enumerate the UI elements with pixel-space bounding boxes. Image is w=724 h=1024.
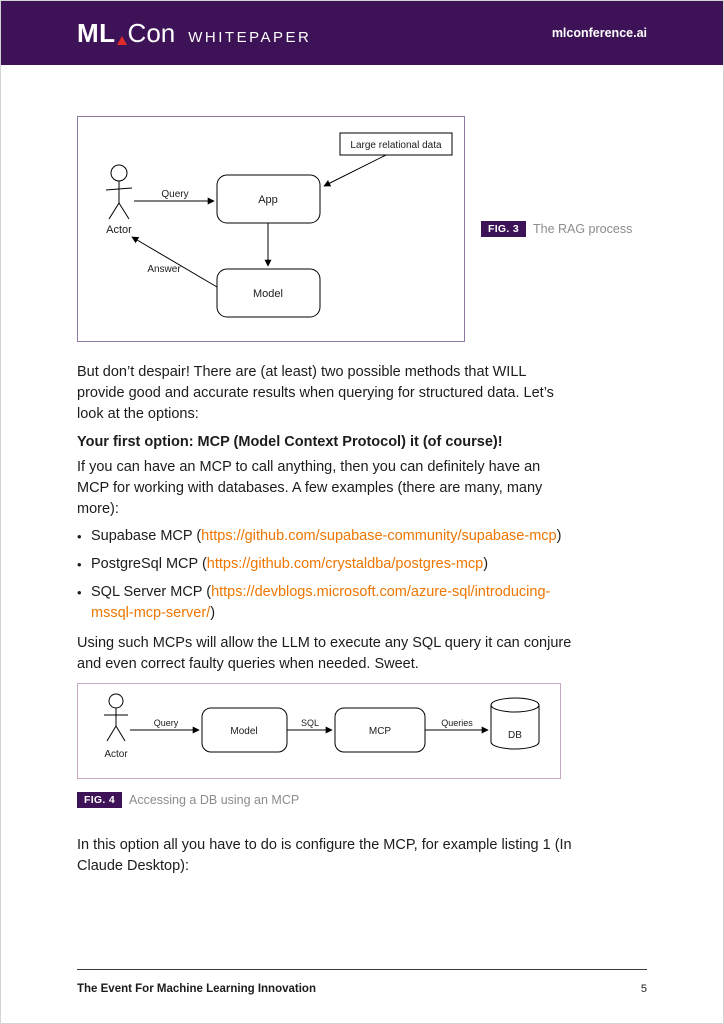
- actor-figure-icon: [104, 693, 128, 742]
- paragraph-mcp-examples: If you can have an MCP to call anything,…: [77, 459, 543, 517]
- paragraph-sql-conjure: Using such MCPs will allow the LLM to ex…: [77, 635, 572, 672]
- postgres-mcp-link[interactable]: https://github.com/crystaldba/postgres-m…: [206, 556, 484, 572]
- bullet-prefix: Supabase MCP (: [91, 528, 202, 544]
- rag-process-diagram: Actor Query App Large relational data Mo…: [105, 132, 453, 318]
- logo-ml-text: ML: [77, 17, 116, 48]
- query-edge-label: Query: [154, 718, 179, 728]
- query-edge-label: Query: [161, 189, 188, 200]
- bullet-text: PostgreSql MCP (https://github.com/cryst…: [91, 554, 488, 575]
- mlcon-logo: ML Con WHITEPAPER: [77, 18, 311, 49]
- list-item: • SQL Server MCP (https://devblogs.micro…: [77, 582, 573, 624]
- large-relational-data-node: [339, 132, 453, 156]
- bullet-text: Supabase MCP (https://github.com/supabas…: [91, 526, 561, 547]
- logo-whitepaper-text: WHITEPAPER: [188, 28, 312, 46]
- data-to-app-arrow: [323, 154, 387, 187]
- database-cylinder-icon: [490, 697, 540, 750]
- bullet-suffix: ): [210, 605, 216, 621]
- answer-edge-label: Answer: [147, 264, 181, 275]
- model-node: [216, 268, 321, 318]
- figure-4-caption-text: Accessing a DB using an MCP: [128, 793, 300, 807]
- mcp-db-diagram: Actor Query Model SQL MCP Queries DB: [104, 693, 540, 760]
- figure-3-row: Actor Query App Large relational data Mo…: [77, 116, 723, 342]
- figure-4-badge: FIG. 4: [77, 792, 122, 808]
- mcp-node-label: MCP: [369, 726, 392, 737]
- article-body: But don’t despair! There are (at least) …: [77, 362, 573, 675]
- logo-con-text: Con: [127, 17, 176, 48]
- bullet-text: SQL Server MCP (https://devblogs.microso…: [91, 582, 573, 624]
- page-footer: The Event For Machine Learning Innovatio…: [77, 969, 647, 995]
- bullet-suffix: ): [483, 556, 489, 572]
- app-node-label: App: [258, 194, 278, 206]
- bullet-prefix: PostgreSql MCP (: [91, 556, 207, 572]
- large-relational-data-label: Large relational data: [350, 140, 442, 151]
- article-body-continued: In this option all you have to do is con…: [77, 835, 573, 877]
- bullet-icon: •: [77, 529, 82, 544]
- figure-3-badge: FIG. 3: [481, 221, 526, 237]
- figure-4-caption: FIG. 4 Accessing a DB using an MCP: [77, 792, 723, 808]
- footer-tagline: The Event For Machine Learning Innovatio…: [77, 983, 316, 995]
- actor-label: Actor: [106, 224, 132, 236]
- site-url: mlconference.ai: [551, 26, 647, 40]
- list-item: • PostgreSql MCP (https://github.com/cry…: [77, 554, 573, 575]
- bullet-prefix: SQL Server MCP (: [91, 584, 212, 600]
- figure-3-caption: FIG. 3 The RAG process: [481, 221, 632, 237]
- bullet-icon: •: [77, 585, 82, 600]
- model-node-label: Model: [230, 726, 257, 737]
- page-number: 5: [640, 983, 647, 995]
- bullet-suffix: ): [556, 528, 562, 544]
- figure-4-diagram: Actor Query Model SQL MCP Queries DB: [77, 683, 561, 779]
- sql-edge-label: SQL: [301, 718, 319, 728]
- paragraph-configure-mcp: In this option all you have to do is con…: [77, 837, 572, 874]
- figure-3-caption-text: The RAG process: [532, 222, 633, 236]
- paragraph-despair: But don’t despair! There are (at least) …: [77, 364, 554, 422]
- logo-red-triangle-icon: [116, 35, 127, 45]
- mcp-examples-list: • Supabase MCP (https://github.com/supab…: [77, 526, 573, 624]
- actor-label: Actor: [104, 749, 128, 760]
- actor-figure-icon: [105, 164, 133, 220]
- db-node-label: DB: [508, 730, 522, 741]
- bullet-icon: •: [77, 557, 82, 572]
- sqlserver-mcp-link[interactable]: https://devblogs.microsoft.com/azure-sql…: [91, 584, 551, 621]
- header-bar: ML Con WHITEPAPER mlconference.ai: [1, 1, 723, 65]
- heading-first-option: Your first option: MCP (Model Context Pr…: [77, 434, 503, 450]
- model-node-label: Model: [253, 288, 283, 300]
- list-item: • Supabase MCP (https://github.com/supab…: [77, 526, 573, 547]
- supabase-mcp-link[interactable]: https://github.com/supabase-community/su…: [201, 528, 557, 544]
- figure-3-diagram: Actor Query App Large relational data Mo…: [77, 116, 465, 342]
- answer-arrow: [131, 236, 218, 288]
- queries-edge-label: Queries: [441, 718, 473, 728]
